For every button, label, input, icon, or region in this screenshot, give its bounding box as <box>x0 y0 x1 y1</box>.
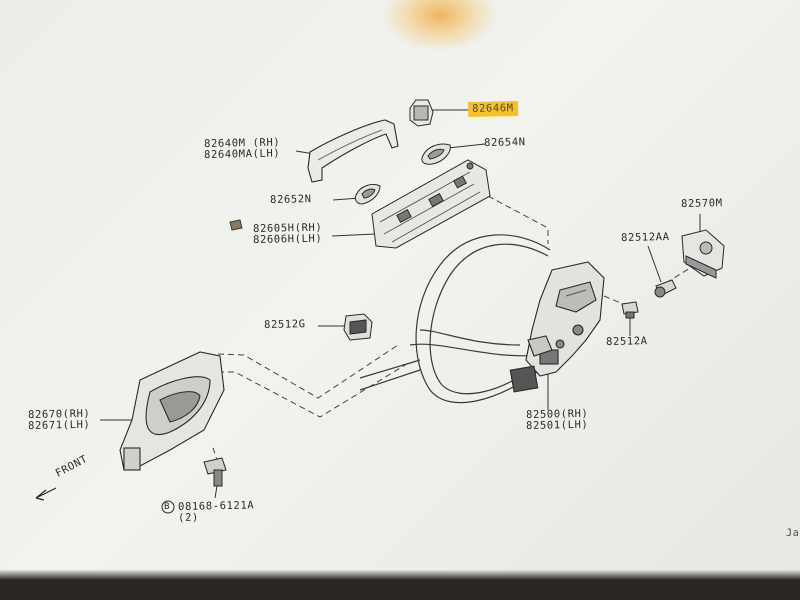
label-82512g: 82512G <box>263 318 306 331</box>
cable-link-a <box>419 329 521 346</box>
label-82501-lh: 82501(LH) <box>525 418 589 432</box>
part-82500-lock <box>509 261 605 393</box>
dash-handle-to-lock <box>487 195 549 244</box>
part-82512a-screw <box>621 301 639 319</box>
rod-b <box>359 369 421 391</box>
dash-inner-handle-b <box>218 361 411 418</box>
part-82640m-handle <box>307 119 399 183</box>
cable-link-b <box>409 343 541 357</box>
part-82512g-clip <box>343 313 373 341</box>
leader-82654n <box>447 143 486 149</box>
rod-a <box>359 359 421 379</box>
label-82640ma-lh: 82640MA(LH) <box>203 147 281 161</box>
part-82652n <box>354 183 381 205</box>
cable-outer <box>415 234 551 404</box>
part-small-clip <box>229 219 243 231</box>
part-82654n <box>421 143 451 165</box>
part-82646m <box>409 99 434 127</box>
label-82646m: 82646M <box>468 100 518 117</box>
label-bolt-prefix: B <box>164 501 171 512</box>
label-82512a: 82512A <box>605 335 648 348</box>
monitor-bezel <box>0 570 800 600</box>
label-82570m: 82570M <box>680 197 723 210</box>
label-bolt-qty: (2) <box>177 511 199 524</box>
part-82670-inner-handle <box>119 351 225 471</box>
leader-82512aa <box>647 245 662 283</box>
part-82512aa-screw <box>654 279 677 298</box>
label-82512aa: 82512AA <box>620 230 670 244</box>
cable-inner <box>429 243 549 395</box>
front-arrow <box>35 487 57 501</box>
corner-text: Ja <box>786 527 800 539</box>
part-82570m-striker <box>681 229 725 279</box>
leader-82605h <box>331 233 377 237</box>
part-bolt-08168 <box>203 457 227 487</box>
label-82652n: 82652N <box>269 193 312 206</box>
bolt-circle-mark <box>161 500 175 514</box>
dash-inner-handle-a <box>217 344 399 399</box>
label-82606h-lh: 82606H(LH) <box>252 232 323 246</box>
part-82605h-base <box>371 159 491 249</box>
label-82671-lh: 82671(LH) <box>27 418 91 432</box>
label-82654n: 82654N <box>483 136 526 149</box>
